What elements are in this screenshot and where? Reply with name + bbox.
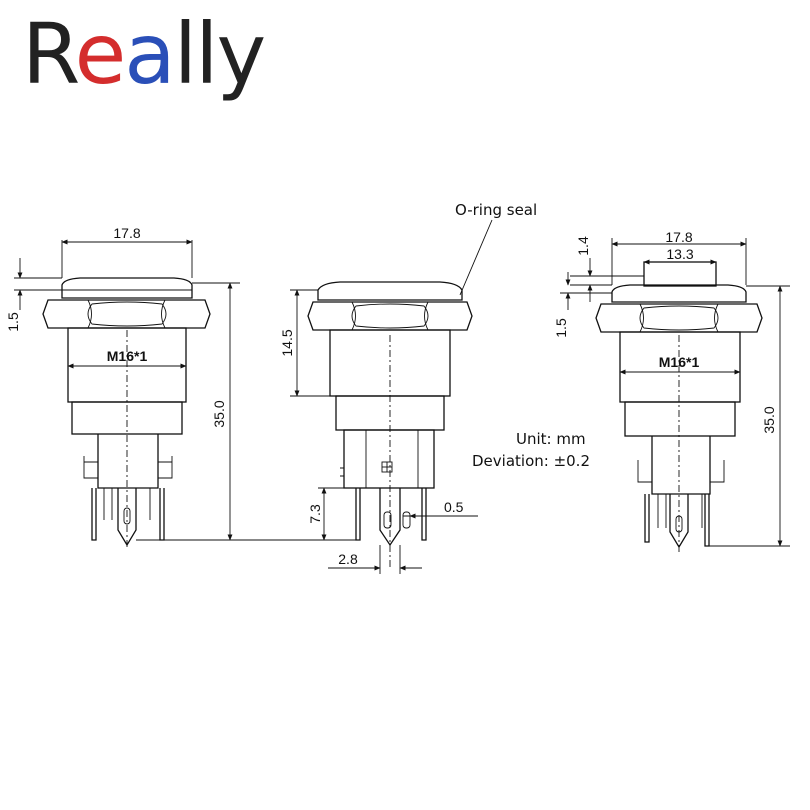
oring-callout: O-ring seal bbox=[455, 201, 537, 219]
left-height-label: 35.0 bbox=[211, 400, 227, 427]
brand-logo: Really bbox=[22, 4, 266, 104]
right-view: 17.8 13.3 1.4 1.5 M16*1 35.0 bbox=[553, 229, 790, 552]
unit-note: Unit: mm bbox=[516, 430, 586, 448]
logo-letters-ally: ally bbox=[124, 5, 266, 103]
right-cap-label: 1.4 bbox=[575, 236, 591, 256]
right-height-label: 35.0 bbox=[761, 406, 777, 433]
middle-body-label: 14.5 bbox=[279, 329, 295, 356]
middle-thk-label: 0.5 bbox=[444, 499, 464, 515]
middle-view: O-ring seal 14.5 7.3 2.8 0.5 bbox=[279, 201, 537, 574]
middle-pinlen-label: 7.3 bbox=[307, 504, 323, 524]
right-top-label: 13.3 bbox=[666, 246, 693, 262]
middle-pitch-label: 2.8 bbox=[338, 551, 358, 567]
deviation-note: Deviation: ±0.2 bbox=[472, 452, 590, 470]
left-flange-label: 1.5 bbox=[5, 312, 21, 332]
right-width-label: 17.8 bbox=[665, 229, 692, 245]
left-view: 17.8 1.5 M16*1 35.0 bbox=[5, 225, 330, 548]
left-thread-label: M16*1 bbox=[107, 348, 148, 364]
logo-letter-e: e bbox=[74, 5, 127, 103]
right-thread-label: M16*1 bbox=[659, 354, 700, 370]
logo-letter-r: R bbox=[22, 5, 77, 103]
left-width-label: 17.8 bbox=[113, 225, 140, 241]
right-flange-label: 1.5 bbox=[553, 318, 569, 338]
